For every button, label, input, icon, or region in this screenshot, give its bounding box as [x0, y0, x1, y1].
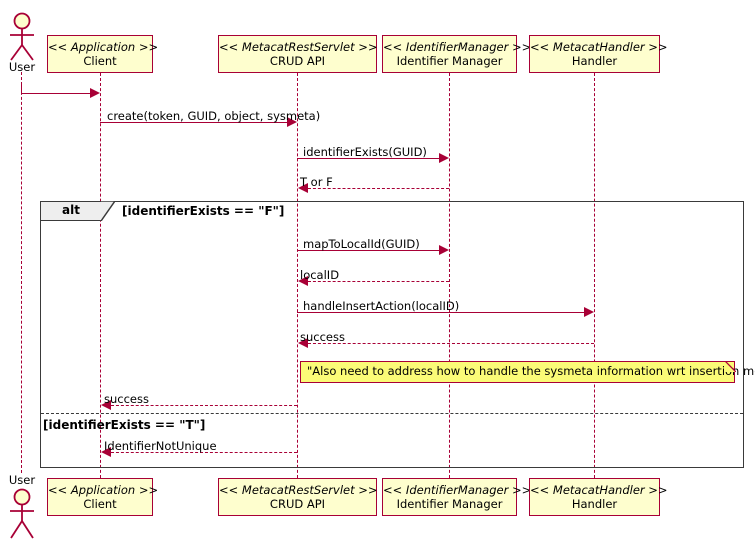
message-local-id-arrowhead [298, 276, 308, 286]
participant-client-name-bottom: Client [83, 496, 117, 511]
message-local-id-line [308, 281, 449, 282]
lifeline-identifier-manager [449, 73, 450, 488]
message-t-or-f-line [308, 188, 449, 189]
message-handle-insert-action-line [297, 312, 585, 313]
actor-user-top-label: User [8, 60, 36, 74]
message-identifier-exists-line [297, 158, 440, 159]
message-identifier-not-unique-line [111, 452, 297, 453]
message-create-arrowhead [287, 117, 297, 127]
participant-handler-name: Handler [571, 53, 618, 68]
message-success-handler-label: success [300, 330, 345, 344]
participant-crud-api-name: CRUD API [269, 53, 326, 68]
message-identifier-not-unique-label: IdentifierNotUnique [104, 439, 217, 453]
participant-handler-top[interactable]: << MetacatHandler >> Handler [529, 35, 668, 73]
message-user-to-client-arrowhead [90, 88, 100, 98]
message-t-or-f-label: T or F [300, 175, 333, 189]
message-t-or-f-arrowhead [298, 183, 308, 193]
actor-user-bottom-icon [10, 488, 34, 539]
alt-fragment-frame [40, 201, 744, 468]
alt-fragment-operator-tab: alt [40, 201, 102, 221]
message-map-to-local-id-label: mapToLocalId(GUID) [303, 237, 420, 251]
message-identifier-exists-label: identifierExists(GUID) [303, 145, 427, 159]
participant-client-stereotype-bottom: << Application >> [48, 483, 159, 497]
message-success-client-arrowhead [101, 400, 111, 410]
message-success-handler-arrowhead [298, 338, 308, 348]
participant-client-bottom[interactable]: << Application >> Client [47, 478, 159, 516]
message-create-line [100, 122, 288, 123]
alt-fragment-separator [41, 413, 743, 414]
message-user-to-client-line [21, 93, 91, 94]
message-success-handler-line [308, 343, 594, 344]
participant-client-top[interactable]: << Application >> Client [47, 35, 159, 73]
lifeline-crud-api [297, 73, 298, 488]
alt-branch-2-condition: [identifierExists == "T"] [43, 418, 206, 432]
participant-crud-api-bottom[interactable]: << MetacatRestServlet >> CRUD API [218, 478, 378, 516]
message-handle-insert-action-arrowhead [584, 307, 594, 317]
lifeline-client [100, 73, 101, 488]
message-handle-insert-action-label: handleInsertAction(localID) [303, 299, 460, 313]
participant-crud-api-stereotype: << MetacatRestServlet >> [219, 40, 378, 54]
message-success-client-label: success [104, 392, 149, 406]
participant-identifier-manager-top[interactable]: << IdentifierManager >> Identifier Manag… [382, 35, 532, 73]
participant-crud-api-top[interactable]: << MetacatRestServlet >> CRUD API [218, 35, 378, 73]
actor-user-top-icon [10, 12, 34, 61]
note-sysmeta: "Also need to address how to handle the … [300, 361, 755, 383]
actor-user-bottom-label: User [8, 473, 36, 487]
message-user-to-client-stub [21, 85, 22, 94]
alt-fragment-tab-fold-icon [101, 201, 115, 221]
participant-handler-stereotype: << MetacatHandler >> [530, 40, 668, 54]
message-map-to-local-id-line [297, 250, 440, 251]
participant-client-stereotype: << Application >> [48, 40, 159, 54]
participant-handler-bottom[interactable]: << MetacatHandler >> Handler [529, 478, 668, 516]
participant-client-name: Client [83, 53, 117, 68]
participant-identifier-manager-stereotype: << IdentifierManager >> [383, 40, 532, 54]
participant-crud-api-name-bottom: CRUD API [269, 496, 326, 511]
note-fold-corner-icon [725, 361, 736, 372]
participant-identifier-manager-name-bottom: Identifier Manager [396, 496, 503, 511]
lifeline-handler [594, 73, 595, 488]
lifeline-user [21, 72, 22, 473]
participant-handler-stereotype-bottom: << MetacatHandler >> [530, 483, 668, 497]
participant-identifier-manager-stereotype-bottom: << IdentifierManager >> [383, 483, 532, 497]
message-map-to-local-id-arrowhead [439, 245, 449, 255]
message-success-client-line [111, 405, 297, 406]
participant-handler-name-bottom: Handler [571, 496, 618, 511]
message-identifier-not-unique-arrowhead [101, 447, 111, 457]
message-local-id-label: localID [300, 268, 340, 282]
alt-branch-1-condition: [identifierExists == "F"] [122, 204, 285, 218]
message-identifier-exists-arrowhead [439, 153, 449, 163]
participant-identifier-manager-name: Identifier Manager [396, 53, 503, 68]
message-create-label: create(token, GUID, object, sysmeta) [107, 109, 321, 123]
participant-identifier-manager-bottom[interactable]: << IdentifierManager >> Identifier Manag… [382, 478, 532, 516]
participant-crud-api-stereotype-bottom: << MetacatRestServlet >> [219, 483, 378, 497]
